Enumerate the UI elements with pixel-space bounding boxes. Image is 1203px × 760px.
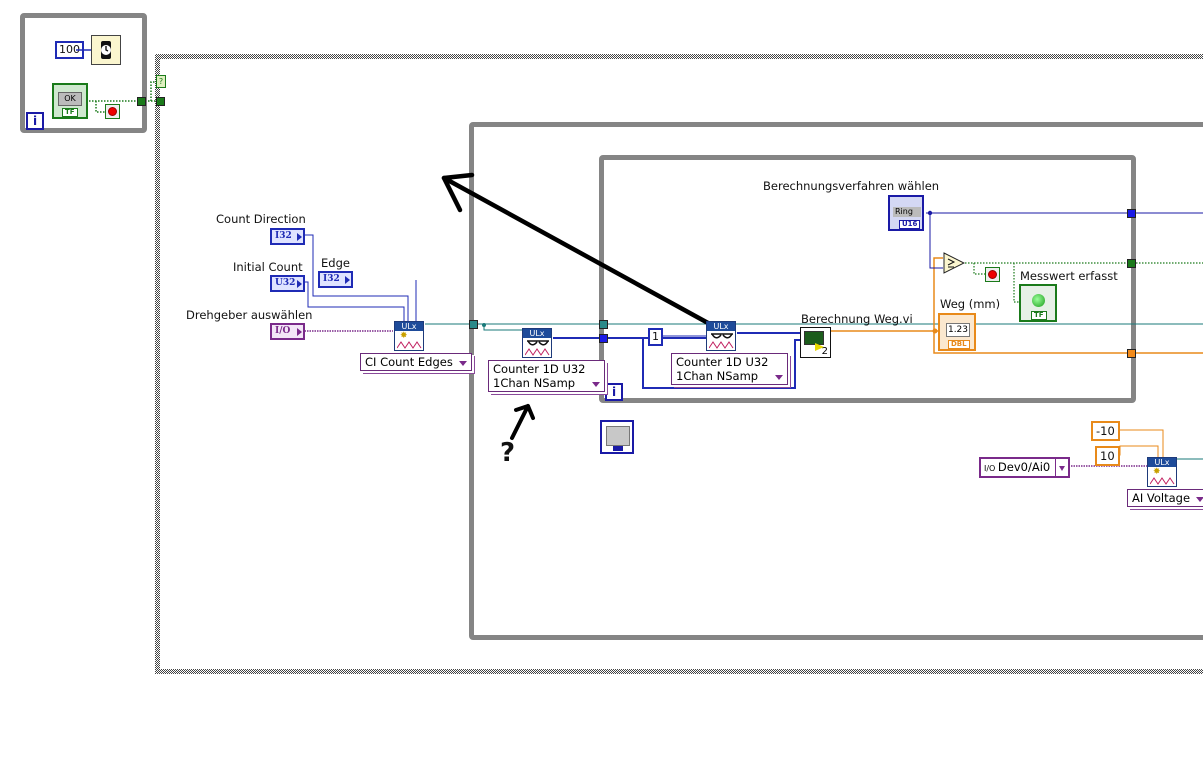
pulse-icon <box>709 341 734 349</box>
selector-text: AI Voltage <box>1132 491 1191 505</box>
led-icon <box>1032 294 1045 307</box>
drehgeber-terminal[interactable]: I/O <box>270 323 305 340</box>
ulx-header: ULx <box>707 322 735 331</box>
glasses-icon <box>711 333 733 339</box>
stop-icon[interactable] <box>105 104 120 119</box>
edge-label: Edge <box>321 256 350 270</box>
tunnel-weg <box>1127 349 1136 358</box>
wire-ai-min <box>1114 429 1164 458</box>
ring-control[interactable]: Ring U16 <box>888 195 924 231</box>
count-direction-terminal[interactable]: I32 <box>270 228 305 245</box>
weg-label: Weg (mm) <box>940 297 1001 311</box>
selector-text: CI Count Edges <box>365 355 453 369</box>
create-icon: ✸ <box>400 331 408 341</box>
wait-ms-icon[interactable] <box>91 35 121 65</box>
read-counter-vi-inner[interactable]: ULx <box>706 321 736 351</box>
annotation-arrow-long <box>441 175 711 326</box>
led-label: Messwert erfasst <box>1020 269 1118 283</box>
ring-type: U16 <box>899 220 921 229</box>
weg-indicator[interactable]: 1.23 DBL <box>938 313 976 351</box>
dropdown-arrow-icon <box>458 361 467 366</box>
frame-icon[interactable] <box>600 420 634 454</box>
annotation-arrow-short <box>510 404 535 440</box>
dropdown-arrow-icon <box>1059 466 1066 471</box>
ai-max-constant[interactable]: 10 <box>1095 446 1120 466</box>
create-icon: ✸ <box>1153 467 1161 477</box>
wire-weg-out <box>933 331 1203 354</box>
outer-while-loop <box>469 122 1203 640</box>
ring-text: Ring <box>893 207 921 217</box>
iteration-terminal: i <box>26 112 44 130</box>
wire-initial-count <box>301 281 405 321</box>
wait-constant[interactable]: 100 <box>55 41 84 59</box>
inner-while-loop <box>599 155 1136 403</box>
ai-channel-constant[interactable]: I/O Dev0/Ai0 <box>979 457 1071 478</box>
counter-read-selector-inner[interactable]: Counter 1D U32 1Chan NSamp <box>671 353 788 385</box>
pulse-icon <box>397 341 422 349</box>
ai-voltage-selector[interactable]: AI Voltage <box>1127 489 1203 507</box>
question-mark-annotation: ? <box>500 438 516 468</box>
glasses-icon <box>527 340 549 346</box>
drehgeber-label: Drehgeber auswählen <box>186 308 313 322</box>
ai-min-constant[interactable]: -10 <box>1091 421 1120 441</box>
ulx-header: ULx <box>1148 458 1176 467</box>
tunnel-read-inner <box>599 334 608 343</box>
compare-greater-equal-icon[interactable] <box>943 252 966 277</box>
pulse-icon <box>525 348 550 356</box>
ok-button-label: OK <box>58 92 82 106</box>
wire-task-branch <box>483 325 522 331</box>
samples-constant[interactable]: 1 <box>648 328 663 346</box>
berechnung-weg-subvi[interactable]: 2 <box>800 327 831 358</box>
loop-tunnel-bool <box>137 97 146 106</box>
selector-line2: 1Chan NSamp <box>493 376 576 390</box>
io-icon: I/O <box>984 464 998 473</box>
dbl-badge: DBL <box>948 340 970 349</box>
wire-bool-stop <box>973 263 985 275</box>
wire-weg-compare <box>933 257 943 331</box>
selector-line1: Counter 1D U32 <box>676 355 769 369</box>
ulx-header: ULx <box>523 329 551 338</box>
create-channel-vi[interactable]: ULx ✸ <box>394 321 424 351</box>
wire-count-direction <box>301 234 409 321</box>
wire-bool-led <box>1013 263 1020 303</box>
count-direction-label: Count Direction <box>216 212 306 226</box>
initial-count-label: Initial Count <box>233 260 303 274</box>
tf-badge: TF <box>1031 311 1047 320</box>
edge-terminal[interactable]: I32 <box>318 271 353 288</box>
selector-line1: Counter 1D U32 <box>493 362 586 376</box>
tunnel-task-inner <box>599 320 608 329</box>
tunnel-bool <box>1127 259 1136 268</box>
ok-button-control[interactable]: OK TF <box>52 83 88 119</box>
subvi-badge: 2 <box>821 346 828 357</box>
weg-value: 1.23 <box>946 323 970 337</box>
dropdown-arrow-icon <box>1196 497 1203 502</box>
dropdown-arrow-icon <box>774 375 783 380</box>
subvi-label: Berechnung Weg.vi <box>801 312 913 326</box>
ulx-header: ULx <box>395 322 423 331</box>
dropdown-arrow-icon <box>591 382 600 387</box>
wire-ring-compare <box>929 213 943 269</box>
counter-read-selector-outer[interactable]: Counter 1D U32 1Chan NSamp <box>488 360 605 392</box>
tf-badge: TF <box>62 108 78 117</box>
ai-channel-text: Dev0/Ai0 <box>997 460 1051 474</box>
wire-stop-bool-2 <box>95 101 105 113</box>
messwert-led-indicator[interactable]: TF <box>1019 284 1057 322</box>
ai-voltage-create-vi[interactable]: ULx ✸ <box>1147 457 1177 487</box>
wire-read-loop <box>608 337 801 389</box>
seq-tunnel-bool <box>156 97 165 106</box>
scope-icon <box>804 331 824 345</box>
tunnel-ring <box>1127 209 1136 218</box>
read-counter-vi-outer[interactable]: ULx <box>522 328 552 358</box>
tunnel-task-outer <box>469 320 478 329</box>
ci-count-edges-selector[interactable]: CI Count Edges <box>360 353 472 371</box>
selector-line2: 1Chan NSamp <box>676 369 759 383</box>
ring-label: Berechnungsverfahren wählen <box>763 179 940 193</box>
error-case-icon: ? <box>156 75 166 88</box>
top-while-loop <box>20 13 147 133</box>
stop-icon-inner[interactable] <box>985 267 1000 282</box>
inner-iteration-terminal: i <box>605 383 623 401</box>
initial-count-terminal[interactable]: U32 <box>270 275 305 292</box>
pulse-icon <box>1150 477 1175 485</box>
